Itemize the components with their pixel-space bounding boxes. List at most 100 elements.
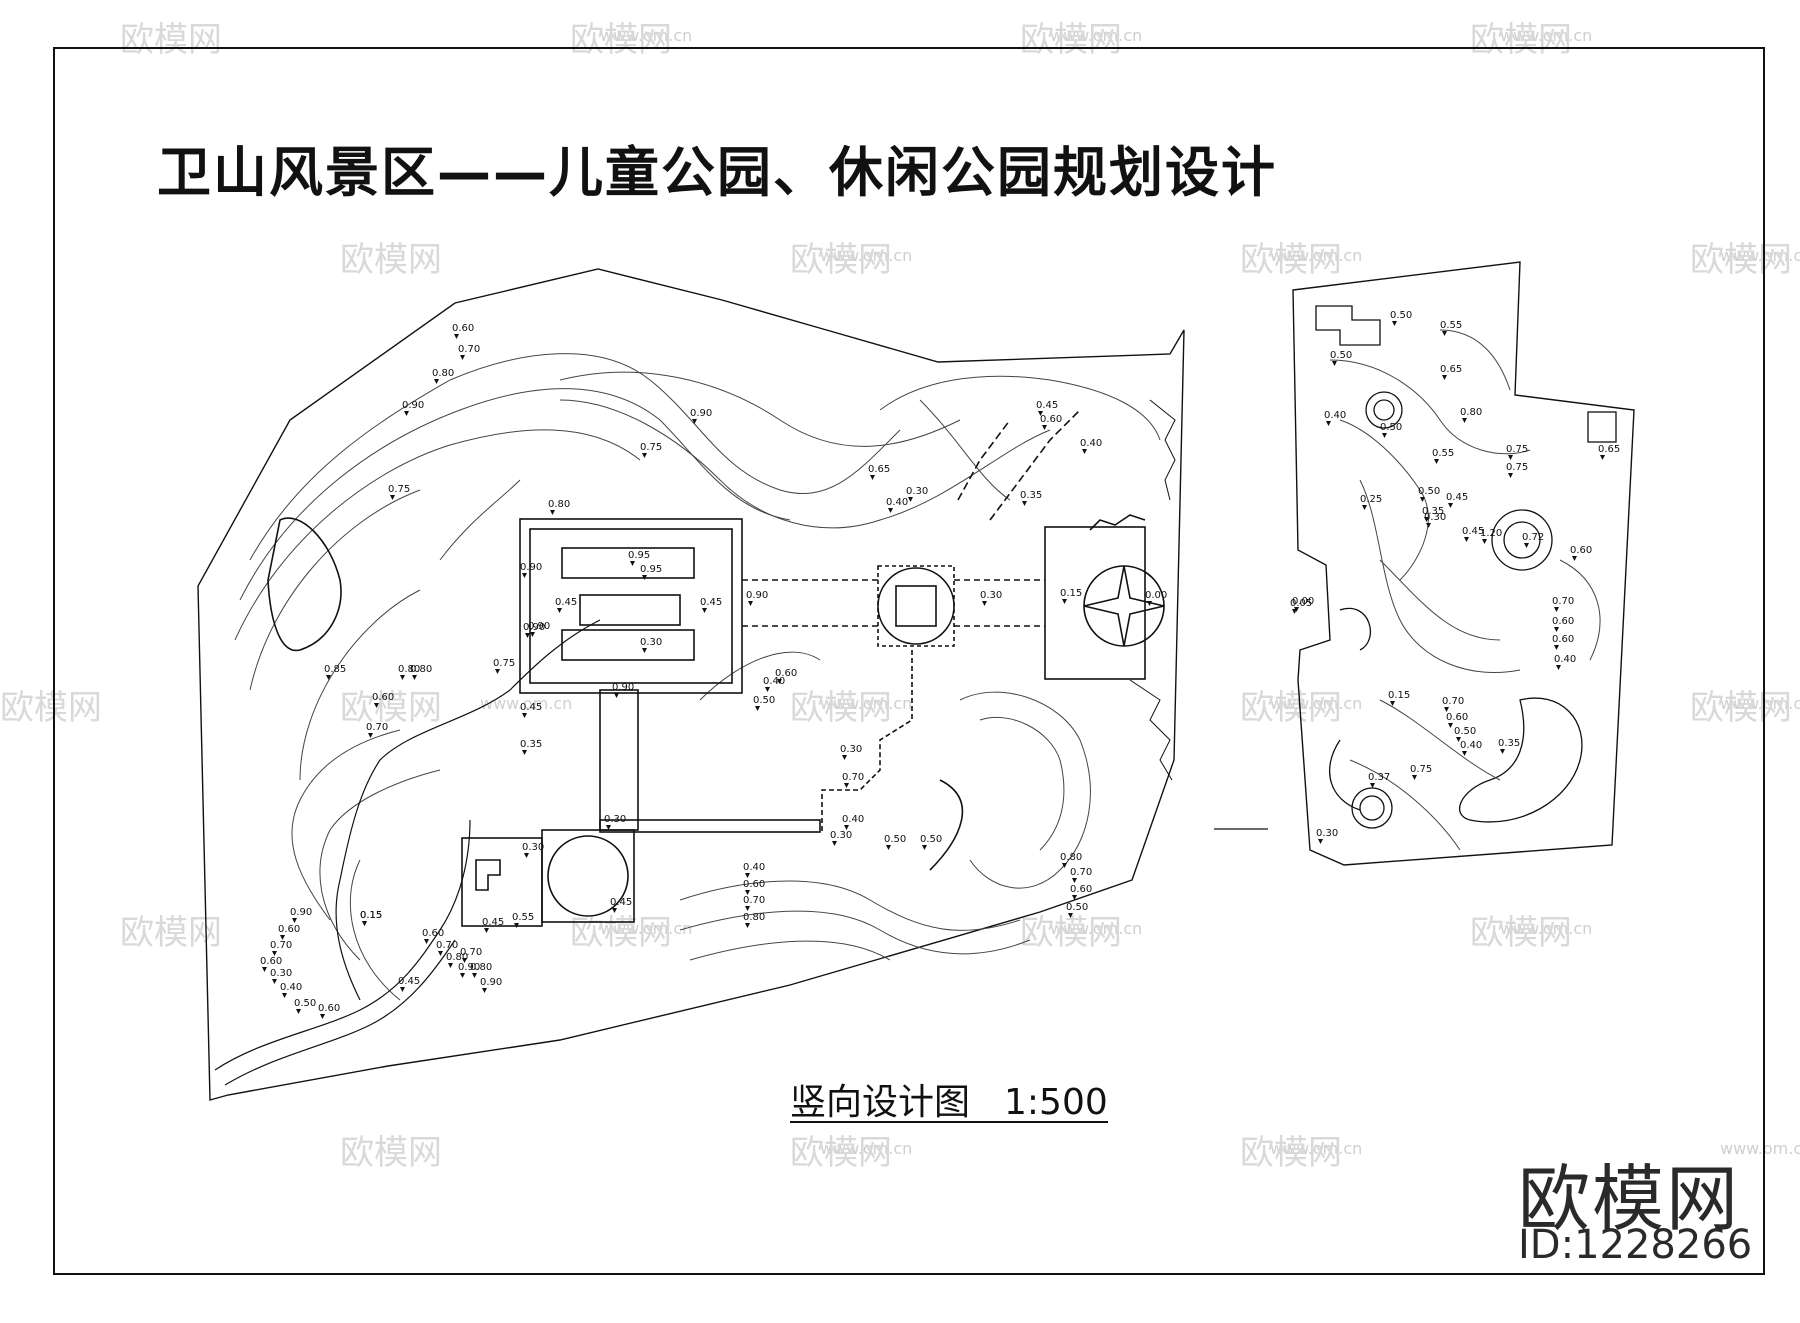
elevation-marker — [1038, 411, 1043, 416]
elevation-marker — [1464, 537, 1469, 542]
caption-underline — [790, 1121, 1108, 1123]
elevation-marker — [1420, 497, 1425, 502]
spot-elevation-right: 0.00 — [1292, 596, 1314, 607]
spot-elevation-right: 0.35 — [1498, 738, 1520, 749]
elevation-marker — [1524, 543, 1529, 548]
elevation-marker — [844, 783, 849, 788]
elevation-marker — [404, 411, 409, 416]
elevation-marker — [1042, 425, 1047, 430]
elevation-marker — [400, 675, 405, 680]
elevation-marker — [1442, 375, 1447, 380]
spot-elevation-right: 0.50 — [1330, 350, 1352, 361]
elevation-marker — [1072, 878, 1077, 883]
elevation-marker — [888, 508, 893, 513]
elevation-marker — [522, 750, 527, 755]
drawing-frame — [53, 47, 1765, 1275]
spot-elevation-main: 0.50 — [884, 834, 906, 845]
spot-elevation-main: 0.80 — [1060, 852, 1082, 863]
spot-elevation-main: 0.40 — [280, 982, 302, 993]
elevation-marker — [1068, 913, 1073, 918]
elevation-marker — [1434, 459, 1439, 464]
spot-elevation-right: 0.60 — [1570, 545, 1592, 556]
elevation-marker — [1572, 556, 1577, 561]
elevation-marker — [745, 906, 750, 911]
spot-elevation-right: 0.75 — [1506, 462, 1528, 473]
elevation-marker — [1556, 665, 1561, 670]
elevation-marker — [374, 703, 379, 708]
elevation-marker — [922, 845, 927, 850]
elevation-marker — [484, 928, 489, 933]
elevation-marker — [438, 951, 443, 956]
spot-elevation-main: 0.70 — [458, 344, 480, 355]
elevation-marker — [530, 632, 535, 637]
spot-elevation-right: 0.45 — [1462, 526, 1484, 537]
spot-elevation-main: 0.45 — [700, 597, 722, 608]
elevation-marker — [1600, 455, 1605, 460]
elevation-marker — [692, 419, 697, 424]
spot-elevation-main: 0.30 — [980, 590, 1002, 601]
elevation-marker — [1482, 539, 1487, 544]
spot-elevation-main: 0.95 — [640, 564, 662, 575]
spot-elevation-main: 0.40 — [763, 676, 785, 687]
spot-elevation-main: 0.60 — [743, 879, 765, 890]
drawing-title: 卫山风景区——儿童公园、休闲公园规划设计 — [157, 141, 1277, 204]
elevation-marker — [614, 693, 619, 698]
spot-elevation-main: 0.90 — [612, 682, 634, 693]
spot-elevation-main: 0.70 — [460, 947, 482, 958]
spot-elevation-main: 0.50 — [920, 834, 942, 845]
spot-elevation-right: 0.55 — [1440, 320, 1462, 331]
spot-elevation-main: 0.30 — [522, 842, 544, 853]
spot-elevation-main: 0.50 — [1066, 902, 1088, 913]
spot-elevation-main: 0.80 — [446, 952, 468, 963]
spot-elevation-main: 0.45 — [482, 917, 504, 928]
elevation-marker — [1072, 895, 1077, 900]
spot-elevation-right: 0.40 — [1554, 654, 1576, 665]
elevation-marker — [557, 608, 562, 613]
elevation-marker — [412, 675, 417, 680]
elevation-marker — [765, 687, 770, 692]
spot-elevation-main: 0.90 — [746, 590, 768, 601]
elevation-marker — [400, 987, 405, 992]
elevation-marker — [1392, 321, 1397, 326]
spot-elevation-main: 0.80 — [743, 912, 765, 923]
spot-elevation-main: 0.60 — [260, 956, 282, 967]
watermark-id: ID:1228266 — [1518, 1222, 1753, 1268]
spot-elevation-main: 0.30 — [830, 830, 852, 841]
elevation-marker — [886, 845, 891, 850]
elevation-marker — [1508, 455, 1513, 460]
elevation-marker — [522, 713, 527, 718]
elevation-marker — [748, 601, 753, 606]
spot-elevation-main: 0.30 — [270, 968, 292, 979]
caption-label: 竖向设计图 — [790, 1082, 971, 1123]
spot-elevation-main: 0.15 — [1060, 588, 1082, 599]
spot-elevation-main: 0.90 — [690, 408, 712, 419]
spot-elevation-main: 0.45 — [1036, 400, 1058, 411]
elevation-marker — [482, 988, 487, 993]
spot-elevation-main: 0.35 — [1020, 490, 1042, 501]
elevation-marker — [514, 923, 519, 928]
elevation-marker — [842, 755, 847, 760]
main-plaza — [267, 399, 1176, 927]
elevation-marker — [454, 334, 459, 339]
spot-elevation-main: 0.15 — [360, 910, 382, 921]
spot-elevation-main: 0.70 — [270, 940, 292, 951]
right-site-boundary — [1292, 261, 1635, 866]
spot-elevation-main: 0.50 — [753, 695, 775, 706]
elevation-marker — [1448, 723, 1453, 728]
elevation-marker — [525, 633, 530, 638]
spot-elevation-right: 0.75 — [1410, 764, 1432, 775]
spot-elevation-main: 0.35 — [520, 739, 542, 750]
elevation-marker — [844, 825, 849, 830]
elevation-marker — [1294, 607, 1299, 612]
elevation-marker — [1326, 421, 1331, 426]
spot-elevation-main: 0.60 — [372, 692, 394, 703]
spot-elevation-right: 0.35 — [1422, 506, 1444, 517]
spot-elevation-right: 0.60 — [1552, 634, 1574, 645]
elevation-marker — [1444, 707, 1449, 712]
spot-elevation-right: 0.72 — [1522, 532, 1544, 543]
spot-elevation-main: 0.90 — [520, 562, 542, 573]
